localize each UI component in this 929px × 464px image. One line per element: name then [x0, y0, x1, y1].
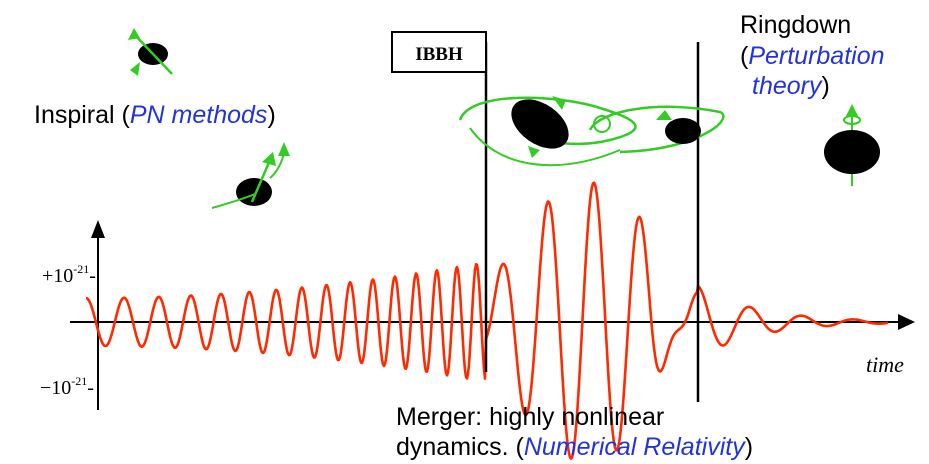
amplitude-axis-arrowhead	[91, 220, 105, 238]
ringdown-black-hole	[824, 104, 880, 186]
spin-arrow-icon	[133, 33, 173, 75]
black-hole-icon	[824, 130, 880, 174]
time-axis-arrowhead	[898, 314, 915, 330]
inspiral-black-hole-upper	[128, 28, 173, 76]
merger-label-line2: dynamics. (Numerical Relativity)	[396, 433, 753, 461]
ringdown-method-line2: theory)	[752, 72, 830, 100]
ringdown-method-line1: (Perturbation	[740, 42, 885, 70]
inspiral-black-hole-lower	[211, 142, 290, 209]
orbit-arrow-icon	[211, 193, 256, 209]
merging-black-holes	[458, 96, 725, 167]
black-hole-icon	[511, 99, 569, 149]
spin-arrow-icon	[552, 96, 566, 110]
y-tick-plus: +10-21-	[42, 262, 96, 287]
ibbh-label: IBBH	[415, 44, 463, 65]
x-axis-label: time	[866, 352, 904, 377]
merger-label-line1: Merger: highly nonlinear	[396, 403, 664, 431]
black-hole-icon	[236, 178, 272, 206]
ringdown-title: Ringdown	[740, 11, 851, 39]
ibbh-box	[391, 31, 487, 73]
inspiral-label: Inspiral (PN methods)	[34, 101, 276, 129]
black-hole-icon	[665, 118, 701, 144]
y-tick-minus: −10-21-	[40, 374, 94, 399]
